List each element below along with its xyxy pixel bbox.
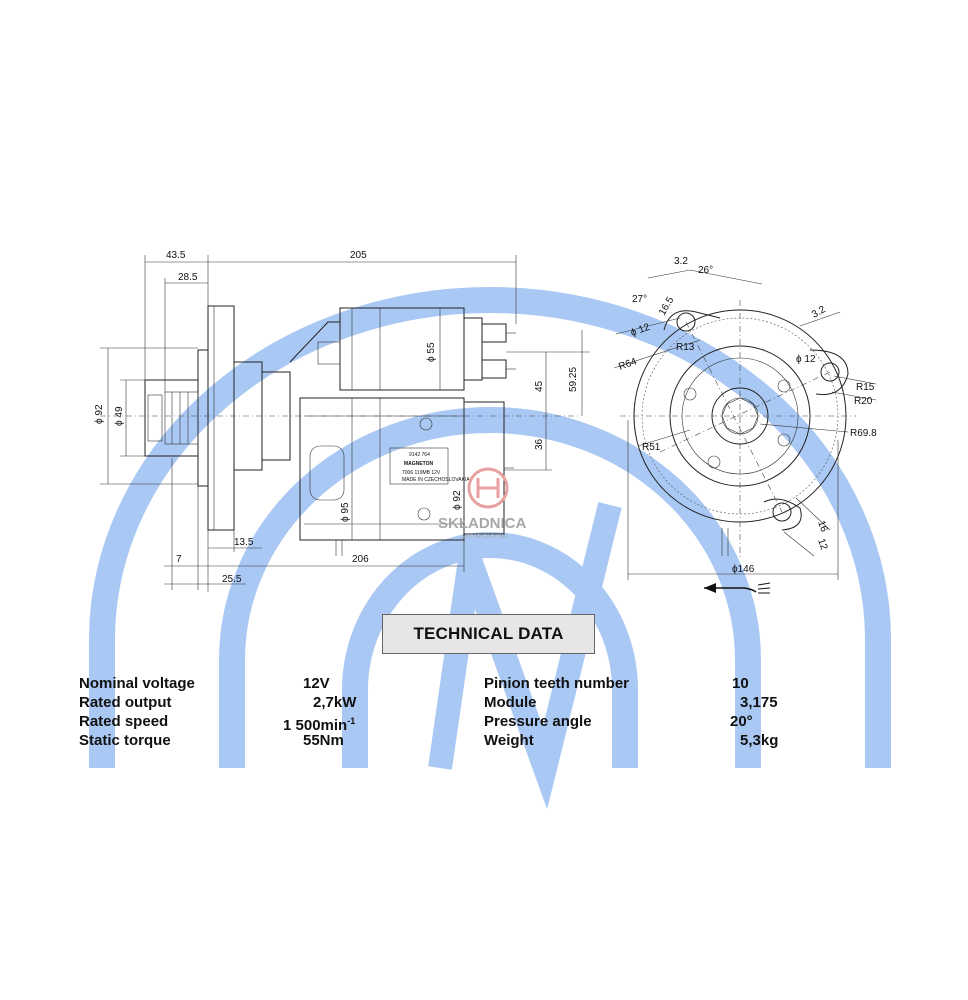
dim-7: 7: [176, 554, 182, 565]
dim-r13: R13: [676, 342, 695, 353]
spec-row: Rated speed: [79, 712, 168, 731]
spec-label: Static torque: [79, 732, 171, 749]
dim-27deg: 27°: [632, 294, 647, 305]
dim-45: 45: [534, 380, 545, 392]
spec-table-left: Nominal voltage 12V Rated output 2,7kW R…: [79, 674, 379, 754]
spec-label: Weight: [484, 732, 534, 749]
spec-value: 12V: [303, 675, 330, 692]
dim-r64: R64: [617, 356, 638, 373]
spec-value-rated-speed: 1 500min-1: [283, 712, 355, 735]
spec-label: Rated output: [79, 694, 172, 711]
spec-row: Rated output: [79, 693, 171, 712]
dim-phi92-mid: ϕ 92: [452, 490, 463, 510]
side-view: 9142 764 MAGNETON 7006 119MB 12V MADE IN…: [94, 250, 590, 592]
dim-3-2-top: 3.2: [674, 256, 688, 267]
watermark-arc-inner: [342, 532, 638, 768]
nameplate-part-no: 9142 764: [409, 452, 430, 458]
technical-data-title: TECHNICAL DATA: [382, 614, 595, 654]
spec-label: Module: [484, 694, 537, 711]
spec-row: Weight: [484, 731, 534, 750]
front-view: 3.2 26° 27° 16.5 ϕ 12 3.2 R13 ϕ 12 R64 R…: [613, 256, 877, 594]
rotation-arrow-icon: [704, 582, 771, 594]
spec-table-right: Pinion teeth number 10 Module 3,175 Pres…: [484, 674, 804, 754]
spec-label: Nominal voltage: [79, 675, 195, 692]
dim-12: 12: [815, 537, 829, 552]
nameplate: 9142 764 MAGNETON 7006 119MB 12V MADE IN…: [389, 447, 470, 485]
spec-value: 3,175: [740, 694, 778, 711]
watermark-text-sub: MOTORYZACYJNA: [462, 534, 507, 540]
dim-16: 16: [815, 519, 829, 534]
spec-row: Nominal voltage: [79, 674, 195, 693]
dim-r20: R20: [854, 396, 873, 407]
spec-value: 55Nm: [303, 732, 344, 749]
spec-row: Pressure angle: [484, 712, 592, 731]
spec-value: 10: [732, 675, 749, 692]
dim-25-5: 25.5: [222, 574, 242, 585]
dim-phi92-left: ϕ 92: [94, 404, 105, 424]
dim-36: 36: [534, 438, 545, 450]
watermark-seal: SKŁADNICA MOTORYZACYJNA: [438, 467, 526, 540]
dim-43-5: 43.5: [166, 250, 186, 261]
dim-r15: R15: [856, 382, 875, 393]
dim-phi146: ϕ146: [732, 564, 755, 575]
spec-row: Module: [484, 693, 537, 712]
dim-26deg: 26°: [698, 265, 713, 276]
dim-phi12-right: ϕ 12: [796, 354, 816, 365]
watermark-arc-outer: [89, 287, 891, 768]
spec-value-superscript: -1: [347, 716, 356, 726]
dim-3-2-right: 3.2: [810, 304, 828, 321]
dim-phi95: ϕ 95: [340, 502, 351, 522]
spec-label: Pinion teeth number: [484, 675, 630, 692]
spec-row: Static torque: [79, 731, 171, 750]
dim-206: 206: [352, 554, 369, 565]
dim-phi49: ϕ 49: [114, 406, 125, 426]
spec-row: Pinion teeth number: [484, 674, 629, 693]
spec-value: 2,7kW: [313, 694, 357, 711]
dim-13-5: 13.5: [234, 537, 254, 548]
spec-value: 1 500min: [283, 717, 348, 734]
dim-205: 205: [350, 250, 367, 261]
dim-r51: R51: [642, 442, 661, 453]
spec-value: 20°: [730, 713, 753, 730]
nameplate-origin: MADE IN CZECHOSLOVAKIA: [402, 477, 470, 483]
watermark-text-main: SKŁADNICA: [438, 515, 526, 532]
nameplate-brand: MAGNETON: [404, 461, 433, 467]
spec-label: Rated speed: [79, 713, 169, 730]
spec-label: Pressure angle: [484, 713, 592, 730]
nameplate-model: 7006 119MB 12V: [402, 470, 441, 476]
dim-28-5: 28.5: [178, 272, 198, 283]
spec-value: 5,3kg: [740, 732, 779, 749]
dim-59-25: 59.25: [568, 367, 579, 392]
dim-r69-8: R69.8: [850, 428, 877, 439]
dim-phi55: ϕ 55: [426, 342, 437, 362]
